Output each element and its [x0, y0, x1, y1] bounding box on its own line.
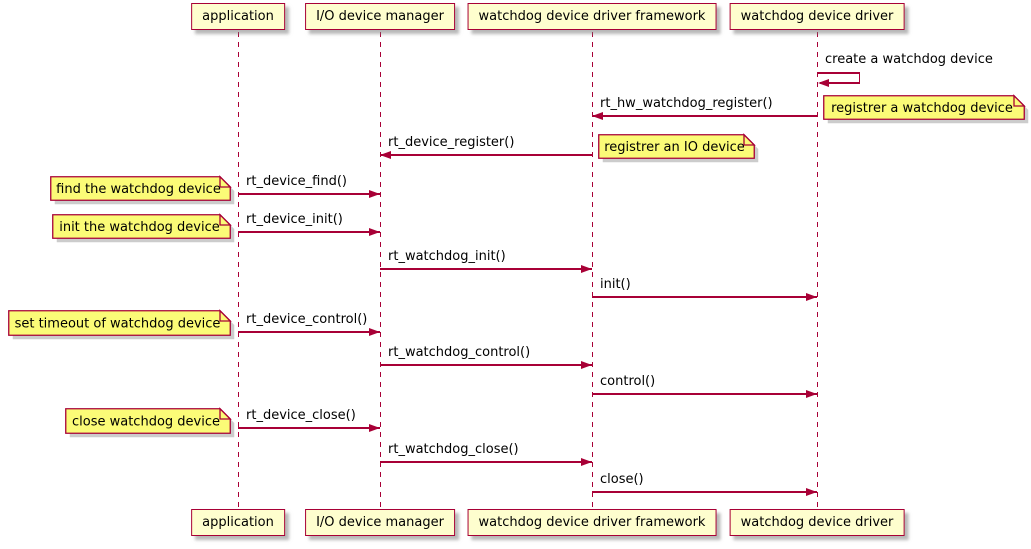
- message-line: [380, 461, 592, 463]
- note-body: [52, 214, 231, 239]
- arrowhead: [806, 292, 817, 301]
- note-text: set timeout of watchdog device: [15, 317, 221, 332]
- message-label-rt-watchdog-init: rt_watchdog_init(): [388, 249, 506, 264]
- message-label-rt-hw-watchdog-register: rt_hw_watchdog_register(): [600, 96, 773, 111]
- note-body: [823, 95, 1025, 120]
- note-close-watchdog-device: close watchdog device: [65, 407, 235, 438]
- message-label-rt-device-control: rt_device_control(): [246, 312, 368, 327]
- arrowhead: [581, 264, 592, 273]
- message-line: [238, 427, 380, 429]
- participant-bottom-i-o-device-manager: I/O device manager: [305, 509, 455, 536]
- note-body: [598, 134, 755, 159]
- self-message-line: [858, 72, 860, 83]
- note-registrer-an-io-device: registrer an IO device: [598, 133, 759, 163]
- message-line: [592, 115, 817, 117]
- note-fold-icon: [219, 309, 232, 322]
- message-line: [380, 154, 592, 156]
- lifeline-application: [237, 32, 239, 510]
- message-line: [592, 393, 817, 395]
- message-label-rt-device-find: rt_device_find(): [246, 174, 347, 189]
- participant-top-watchdog-device-driver-framework: watchdog device driver framework: [467, 3, 717, 30]
- note-find-the-watchdog-device: find the watchdog device: [50, 175, 235, 205]
- participant-top-i-o-device-manager: I/O device manager: [305, 3, 455, 30]
- note-text: close watchdog device: [72, 415, 220, 430]
- participant-bottom-watchdog-device-driver-framework: watchdog device driver framework: [467, 509, 717, 536]
- arrowhead: [806, 389, 817, 398]
- note-set-timeout-of-watchdog-device: set timeout of watchdog device: [8, 309, 235, 340]
- self-message-line: [817, 72, 860, 74]
- message-label-rt-watchdog-control: rt_watchdog_control(): [388, 345, 531, 360]
- participant-bottom-watchdog-device-driver: watchdog device driver: [729, 509, 905, 536]
- message-line: [238, 193, 380, 195]
- lifeline-watchdog-device-driver-framework: [591, 32, 593, 510]
- message-label-close: close(): [600, 472, 644, 487]
- arrowhead: [369, 423, 380, 432]
- participant-top-watchdog-device-driver: watchdog device driver: [729, 3, 905, 30]
- arrowhead: [581, 360, 592, 369]
- participant-bottom-application: application: [191, 509, 285, 536]
- message-label-rt-device-register: rt_device_register(): [388, 135, 515, 150]
- message-line: [238, 331, 380, 333]
- note-body: [50, 176, 231, 201]
- note-text: init the watchdog device: [59, 220, 220, 235]
- message-line: [592, 491, 817, 493]
- participant-top-application: application: [191, 3, 285, 30]
- self-message-line: [820, 82, 860, 84]
- arrowhead: [380, 150, 391, 159]
- note-init-the-watchdog-device: init the watchdog device: [52, 213, 235, 243]
- message-label-control: control(): [600, 374, 656, 389]
- lifeline-watchdog-device-driver: [816, 32, 818, 510]
- note-fold-icon: [219, 175, 232, 188]
- message-line: [238, 231, 380, 233]
- arrowhead: [806, 487, 817, 496]
- note-body: [65, 408, 231, 434]
- note-fold-icon: [219, 213, 232, 226]
- arrowhead: [369, 189, 380, 198]
- note-registrer-a-watchdog-device: registrer a watchdog device: [823, 94, 1029, 124]
- arrowhead: [581, 457, 592, 466]
- arrowhead: [369, 227, 380, 236]
- note-fold-icon: [219, 407, 232, 420]
- note-fold-icon: [743, 133, 756, 146]
- arrowhead: [592, 111, 603, 120]
- note-text: registrer an IO device: [604, 140, 745, 155]
- message-label-create-a-watchdog-device: create a watchdog device: [825, 52, 993, 67]
- note-text: registrer a watchdog device: [831, 101, 1013, 116]
- message-label-init: init(): [600, 277, 631, 292]
- arrowhead: [818, 78, 829, 87]
- note-text: find the watchdog device: [56, 182, 221, 197]
- message-line: [592, 296, 817, 298]
- note-body: [8, 310, 231, 336]
- message-label-rt-device-close: rt_device_close(): [246, 408, 356, 423]
- lifeline-i-o-device-manager: [379, 32, 381, 510]
- message-label-rt-watchdog-close: rt_watchdog_close(): [388, 442, 519, 457]
- note-fold-icon: [1013, 94, 1026, 107]
- message-line: [380, 268, 592, 270]
- message-label-rt-device-init: rt_device_init(): [246, 212, 343, 227]
- arrowhead: [369, 327, 380, 336]
- message-line: [380, 364, 592, 366]
